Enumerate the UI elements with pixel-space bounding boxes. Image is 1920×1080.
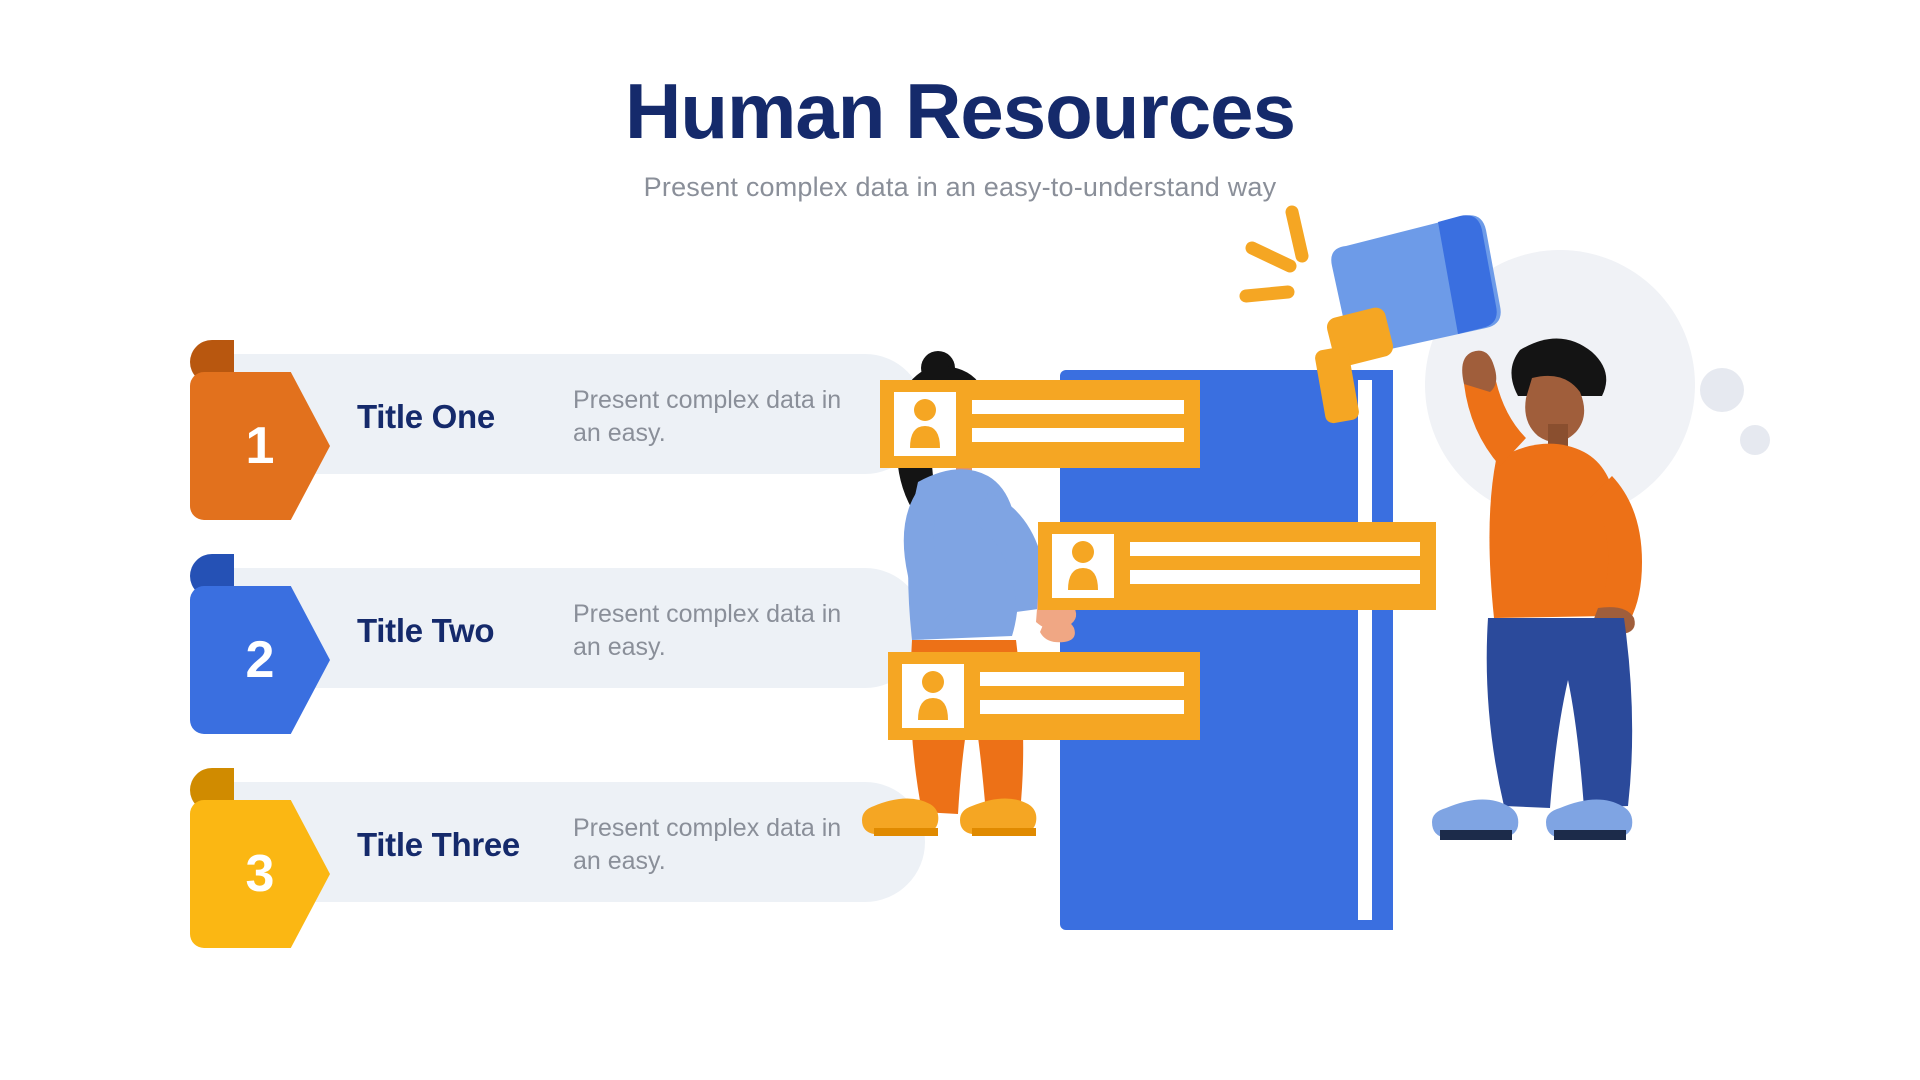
list-item[interactable]: 3 Title Three Present complex data in an… — [95, 768, 925, 948]
list-item-background — [225, 354, 925, 474]
employee-id-card-3 — [888, 652, 1200, 740]
list-item-title: Title One — [357, 398, 495, 435]
list-item[interactable]: 2 Title Two Present complex data in an e… — [95, 554, 925, 734]
list-item-background — [225, 782, 925, 902]
list-item-title: Title Three — [357, 826, 520, 863]
employee-id-card-1 — [880, 380, 1200, 468]
list-item-title: Title Two — [357, 612, 495, 649]
list-item-description: Present complex data in an easy. — [573, 600, 842, 661]
list-item-description: Present complex data in an easy. — [573, 814, 842, 875]
list-item-background — [225, 568, 925, 688]
blue-board-panel — [1060, 370, 1393, 930]
page-subtitle: Present complex data in an easy-to-under… — [643, 172, 1277, 202]
numbered-list: 1 Title One Present complex data in an e… — [95, 340, 925, 982]
man-with-megaphone-right — [1432, 338, 1642, 840]
slide-header: Human Resources Present complex data in … — [0, 72, 1920, 203]
hr-team-announcement-illustration — [860, 200, 1900, 1040]
page-title: Human Resources — [625, 67, 1296, 155]
list-item-description: Present complex data in an easy. — [573, 386, 842, 447]
list-item-number: 3 — [245, 845, 275, 903]
list-item-number: 1 — [245, 417, 275, 475]
list-item-number: 2 — [245, 631, 275, 689]
woman-standing-left — [862, 351, 1077, 836]
megaphone — [1239, 205, 1501, 424]
list-item[interactable]: 1 Title One Present complex data in an e… — [95, 340, 925, 520]
employee-id-card-2 — [1038, 522, 1436, 610]
